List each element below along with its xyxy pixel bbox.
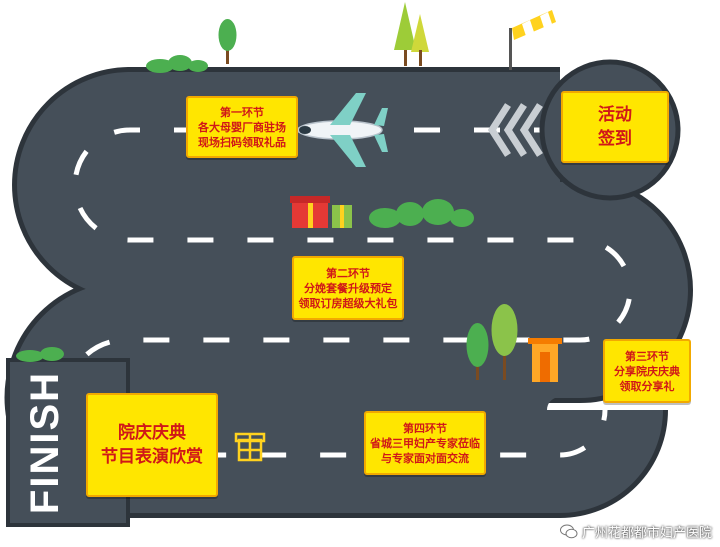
tree-icon bbox=[218, 19, 237, 64]
stage4-title: 第四环节 bbox=[403, 421, 447, 435]
stage1-box: 第一环节 各大母婴厂商驻场 现场扫码领取礼品 bbox=[186, 96, 298, 158]
checkin-line-1: 活动 bbox=[598, 105, 632, 125]
finish-text: FINISH bbox=[23, 370, 68, 514]
stage1-line-2: 现场扫码领取礼品 bbox=[198, 135, 286, 149]
airplane-icon bbox=[297, 93, 388, 167]
gift-outline-icon bbox=[234, 432, 266, 462]
show-line-2: 节目表演欣赏 bbox=[101, 447, 203, 467]
watermark: 广州花都都市妇产医院 bbox=[559, 522, 712, 541]
watermark-text: 广州花都都市妇产医院 bbox=[581, 526, 712, 541]
stage2-line-2: 领取订房超级大礼包 bbox=[298, 296, 398, 310]
grass-icon bbox=[146, 55, 208, 73]
stage3-line-1: 分享院庆庆典 bbox=[614, 364, 680, 378]
stage3-line-2: 领取分享礼 bbox=[619, 379, 675, 393]
checkin-line-2: 签到 bbox=[598, 129, 632, 149]
stage1-title: 第一环节 bbox=[220, 105, 264, 119]
show-line-1: 院庆庆典 bbox=[118, 423, 186, 443]
stage3-title: 第三环节 bbox=[625, 349, 669, 363]
tree-icon bbox=[394, 2, 429, 66]
wechat-icon bbox=[559, 524, 578, 539]
bush-icon bbox=[369, 199, 474, 228]
tree-icon bbox=[466, 304, 518, 380]
finish-label: FINISH bbox=[16, 370, 76, 514]
stage4-line-2: 与专家面对面交流 bbox=[381, 451, 469, 465]
direction-arrows-icon bbox=[487, 103, 543, 157]
stage2-title: 第二环节 bbox=[326, 266, 370, 280]
show-box: 院庆庆典 节目表演欣赏 bbox=[86, 393, 218, 497]
stage2-line-1: 分娩套餐升级预定 bbox=[304, 281, 392, 295]
stage4-line-1: 省城三甲妇产专家莅临 bbox=[370, 436, 480, 450]
checkin-box: 活动 签到 bbox=[561, 91, 669, 163]
stage4-box: 第四环节 省城三甲妇产专家莅临 与专家面对面交流 bbox=[364, 411, 486, 475]
grass-icon bbox=[16, 347, 64, 362]
gift-box-icon bbox=[290, 196, 352, 228]
stage2-box: 第二环节 分娩套餐升级预定 领取订房超级大礼包 bbox=[292, 256, 404, 320]
kiosk-icon bbox=[528, 338, 562, 382]
windsock-icon bbox=[509, 10, 556, 70]
stage1-line-1: 各大母婴厂商驻场 bbox=[198, 120, 286, 134]
stage3-box: 第三环节 分享院庆庆典 领取分享礼 bbox=[603, 339, 691, 403]
